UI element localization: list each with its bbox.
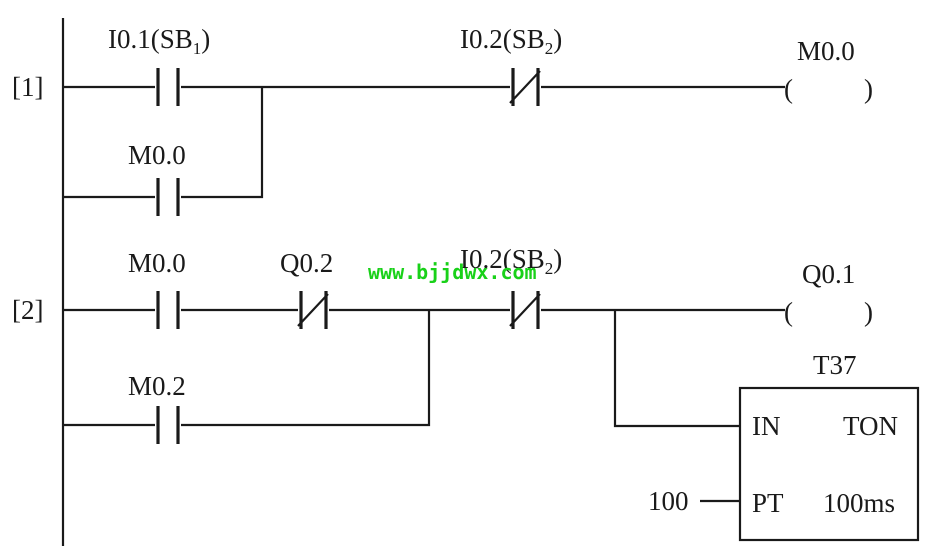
coil-q0-1-close: ): [864, 297, 873, 327]
label-i0-1: I0.1(SB1): [108, 24, 210, 58]
watermark-text: www.bjjdwx.com: [368, 260, 537, 284]
label-m0-0-seal: M0.0: [128, 140, 186, 170]
contact-nc-i0-2-rung1: [509, 68, 541, 106]
timer-name: T37: [813, 350, 857, 380]
label-coil-q0-1: Q0.1: [802, 259, 855, 289]
rung-1-number: [1]: [12, 72, 43, 102]
contact-no-m0-0-rung2: [156, 291, 180, 329]
label-i0-2-rung2: I0.2(SB2): [460, 244, 562, 278]
label-m0-0-rung2: M0.0: [128, 248, 186, 278]
contact-nc-q0-2: [297, 291, 329, 329]
timer-preset-value: 100: [648, 486, 689, 516]
label-coil-m0-0: M0.0: [797, 36, 855, 66]
coil-q0-1-open: (: [784, 297, 793, 327]
label-i0-2-rung1: I0.2(SB2): [460, 24, 562, 58]
rung-2-number: [2]: [12, 295, 43, 325]
timer-type-label: TON: [843, 411, 898, 441]
timer-in-wire: [613, 310, 740, 428]
timer-base-label: 100ms: [823, 488, 895, 518]
contact-no-m0-0-seal: [156, 178, 180, 216]
label-q0-2: Q0.2: [280, 248, 333, 278]
label-m0-2: M0.2: [128, 371, 186, 401]
timer-box: [738, 386, 920, 542]
coil-m0-0-close: ): [864, 74, 873, 104]
contact-nc-i0-2-rung2: [509, 291, 541, 329]
contact-no-i0-1: [156, 68, 180, 106]
rung-2-branch-wire-b: [181, 310, 431, 427]
coil-m0-0-open: (: [784, 74, 793, 104]
timer-pt-label: PT: [752, 488, 784, 518]
timer-in-label: IN: [752, 411, 781, 441]
contact-no-m0-2: [156, 406, 180, 444]
rung-1-branch-wire-b: [181, 87, 264, 199]
